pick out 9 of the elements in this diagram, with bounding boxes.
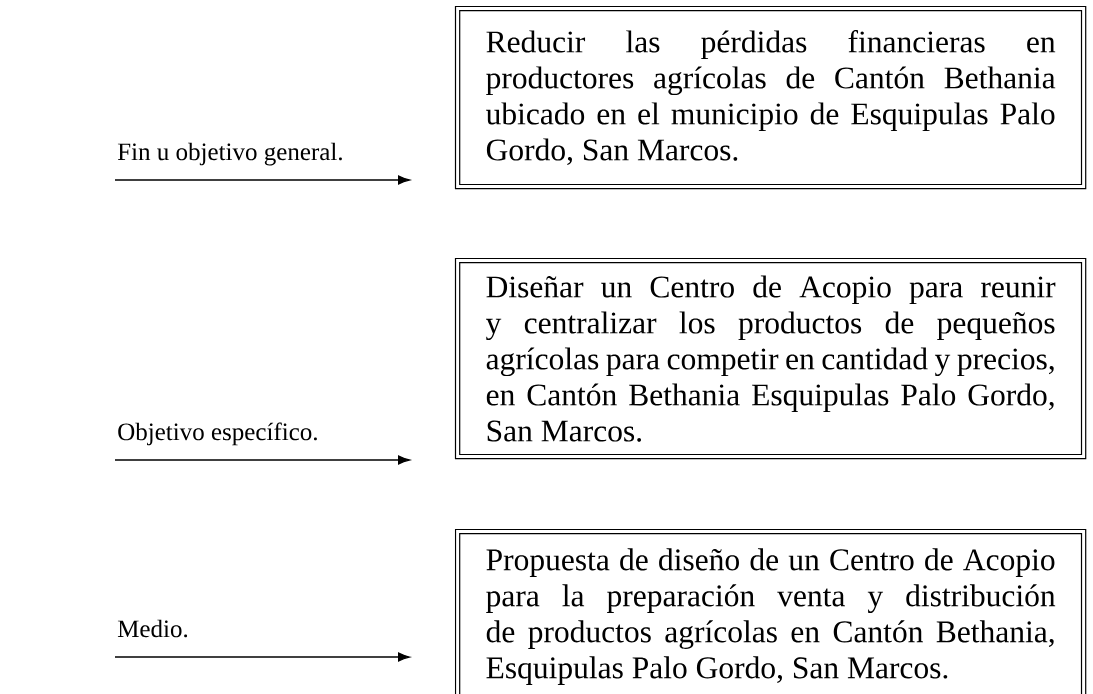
label-text: Fin u objetivo general.	[117, 142, 342, 166]
arrow	[114, 455, 410, 465]
text-box: Reducir las pérdidas financieras en productores agrícolas de Cantón Bethania ubicado en el municipio de Esquipulas Palo Gordo, San Marcos.	[454, 5, 1087, 190]
label-text: Objetivo específico.	[118, 422, 317, 446]
arrow	[114, 175, 410, 185]
arrow	[114, 652, 410, 662]
text-box: Propuesta de diseño de un Centro de Acopio para la preparación venta y distribución de productos agrícolas en Cantón Bethania, Esquipulas Palo Gordo, San Marcos.	[454, 528, 1087, 694]
label-text: Medio.	[117, 619, 188, 638]
text-box: Diseñar un Centro de Acopio para reunir y centralizar los productos de pequeños agrícolas para competir en cantidad y precios, en Cantón Bethania Esquipulas Palo Gordo, San Marcos.	[454, 257, 1087, 460]
